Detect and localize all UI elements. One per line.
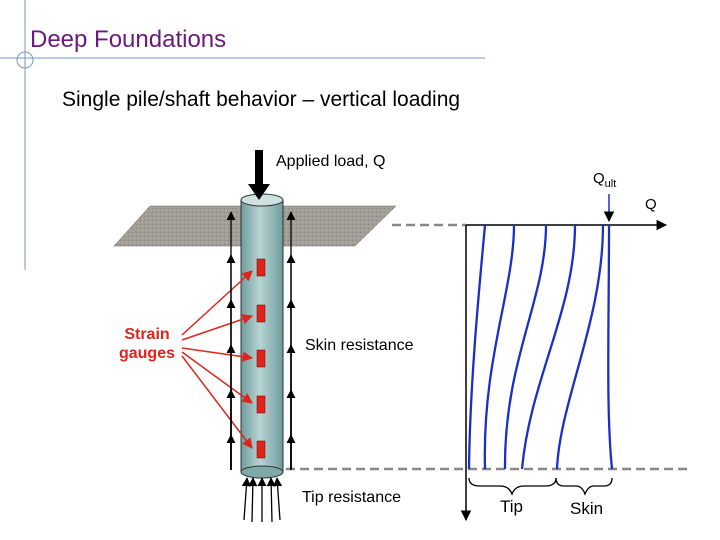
- strain-gauge-pointers: [181, 270, 254, 449]
- load-curve: [483, 224, 516, 470]
- qult-subscript: ult: [604, 178, 617, 190]
- tip-resistance-arrows: [241, 477, 283, 523]
- title-decoration: [0, 0, 485, 270]
- strain-gauge: [256, 349, 266, 368]
- skin-label: Skin: [570, 499, 604, 518]
- load-curve: [555, 224, 605, 470]
- strain-gauge: [256, 440, 266, 459]
- slide-title: Deep Foundations: [30, 26, 227, 53]
- strain-gauges: [256, 258, 266, 459]
- skin-brace: [555, 477, 613, 496]
- load-curve: [503, 224, 548, 470]
- skin-resistance-label: Skin resistance: [305, 337, 414, 354]
- load-curve: [607, 224, 614, 470]
- slide-subtitle: Single pile/shaft behavior – vertical lo…: [62, 88, 461, 111]
- load-axes: [460, 219, 668, 522]
- load-curve: [520, 224, 577, 470]
- q-axis-label: Q: [645, 196, 657, 213]
- strain-gauges-label: Strain gauges: [118, 326, 175, 362]
- applied-load-arrow: [248, 150, 270, 200]
- load-transfer-curves: [467, 224, 614, 470]
- applied-load-label: Applied load, Q: [276, 153, 386, 170]
- load-curve: [467, 224, 487, 470]
- tip-resistance-label: Tip resistance: [302, 489, 401, 506]
- skin-resistance-arrows: [226, 211, 296, 470]
- tip-label: Tip: [500, 497, 523, 516]
- strain-gauge: [256, 258, 266, 277]
- qult-label: Qult: [593, 170, 616, 190]
- strain-gauge: [256, 304, 266, 323]
- tip-brace: [468, 477, 557, 496]
- qult-main: Q: [593, 170, 605, 187]
- strain-gauge: [256, 395, 266, 414]
- pile-shaft: [240, 193, 284, 479]
